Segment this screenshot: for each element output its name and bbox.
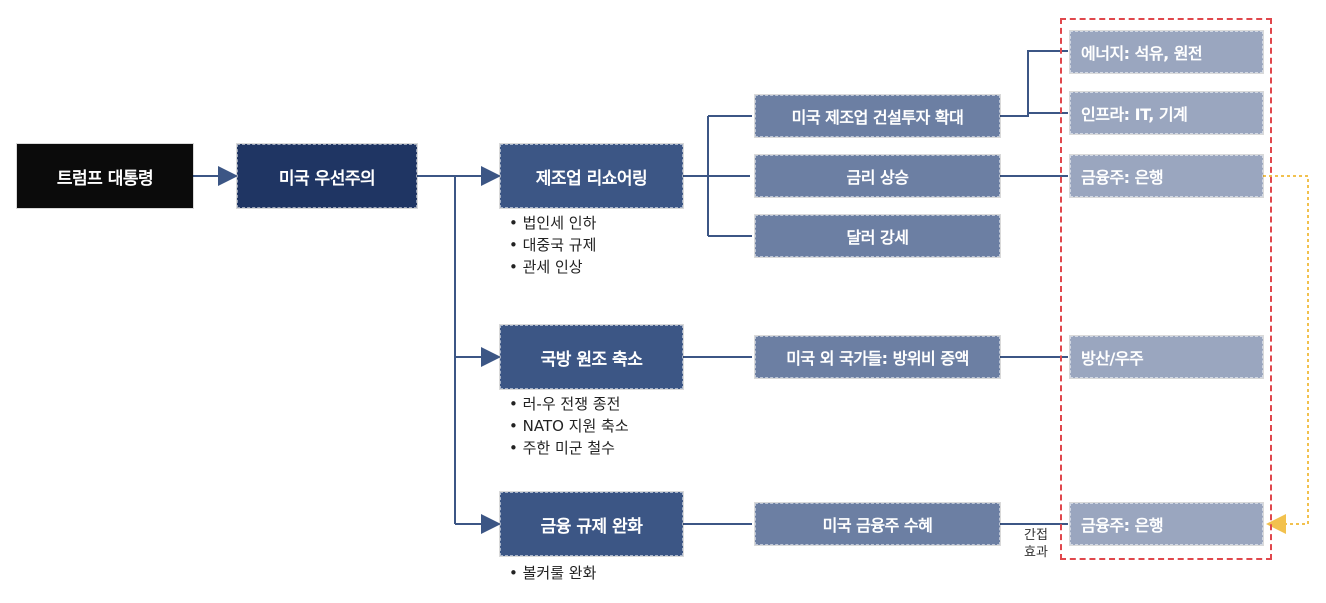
bullet-item: 주한 미군 철수 <box>509 437 629 459</box>
bullet-item: 법인세 인하 <box>509 212 597 234</box>
sector-energy: 에너지: 석유, 원전 <box>1069 30 1264 74</box>
effect-defense-spending: 미국 외 국가들: 방위비 증액 <box>754 335 1001 379</box>
bullet-item: 관세 인상 <box>509 256 596 278</box>
trunk-policy <box>417 175 456 524</box>
branch-reshoring: 제조업 리쇼어링 <box>499 143 684 209</box>
sector-infra: 인프라: IT, 기계 <box>1069 91 1264 135</box>
indirect-effect-arrow <box>1263 175 1309 534</box>
bullet-item: NATO 지원 축소 <box>509 415 629 437</box>
effect-interest-rate: 금리 상승 <box>754 154 1001 198</box>
reshoring-bullets: 법인세 인하 대중국 규제 관세 인상 <box>509 212 597 278</box>
bullet-item: 러-우 전쟁 종전 <box>509 393 629 415</box>
branch-finance: 금융 규제 완화 <box>499 491 684 557</box>
bullet-item: 대중국 규제 <box>509 234 597 256</box>
effect-financial-stocks: 미국 금융주 수혜 <box>754 502 1001 546</box>
indirect-effect-label: 간접 효과 <box>1024 528 1048 560</box>
sector-defense-space: 방산/우주 <box>1069 335 1264 379</box>
line-to-energy <box>1000 50 1068 117</box>
sector-bank: 금융주: 은행 <box>1069 154 1264 198</box>
finance-bullets: 볼커룰 완화 <box>509 562 597 584</box>
highlight-sector-box <box>1060 18 1272 560</box>
bullet-item: 볼커룰 완화 <box>509 562 597 584</box>
sector-bank-2: 금융주: 은행 <box>1069 502 1264 546</box>
policy-node: 미국 우선주의 <box>236 143 418 209</box>
effect-manufacturing: 미국 제조업 건설투자 확대 <box>754 94 1001 138</box>
branch-defense: 국방 원조 축소 <box>499 324 684 390</box>
defense-bullets: 러-우 전쟁 종전 NATO 지원 축소 주한 미군 철수 <box>509 393 629 459</box>
root-node: 트럼프 대통령 <box>16 143 194 209</box>
effect-dollar: 달러 강세 <box>754 214 1001 258</box>
